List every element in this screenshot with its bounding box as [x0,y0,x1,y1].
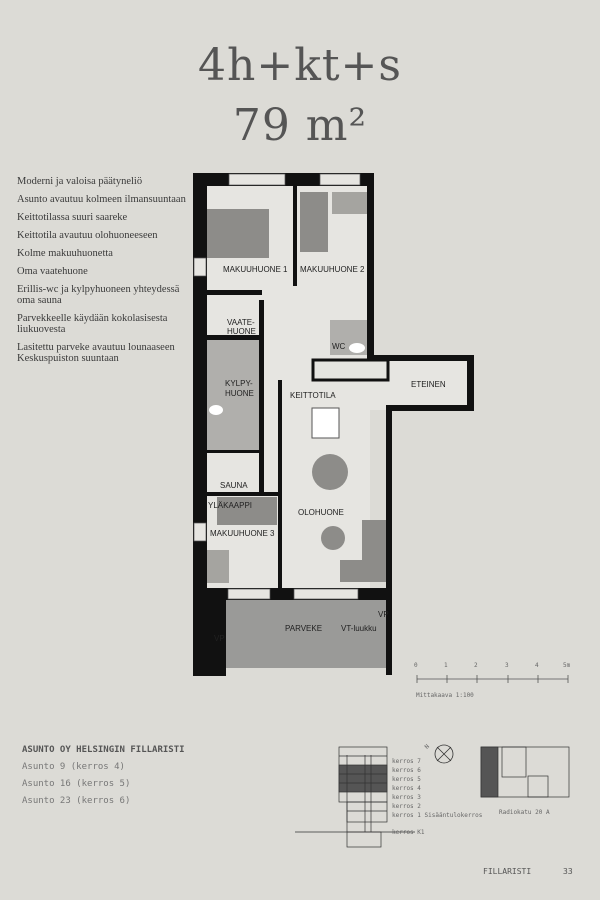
feature-item: Kolme makuuhuonetta [17,248,113,259]
room-label: VP [214,634,225,643]
scale-label: Mittakaava 1:100 [416,692,474,699]
room-label: KYLPY- [225,379,253,388]
scale-tick: 2 [474,662,478,669]
room-label: OLOHUONE [298,508,344,517]
feature-item: Moderni ja valoisa päätyneliö [17,176,143,187]
floor-label: kerros K1 [392,829,425,836]
room-label: MAKUUHUONE 1 [223,265,288,274]
toilet [209,405,223,415]
plan-furniture [207,192,386,583]
floor-label: kerros 3 [392,794,421,801]
room-label: HUONE [227,327,256,336]
site-plan [480,746,570,798]
dining-table [312,454,348,490]
room-label: HUONE [225,389,254,398]
floor-label: kerros 5 [392,776,421,783]
feature-item: Lasitettu parveke avautuu lounaaseen Kes… [17,342,175,364]
room-label: KEITTOTILA [290,391,336,400]
apartment-area: 79 m² [232,100,368,151]
room-label: YLÄKAAPPI [208,501,252,510]
sofa [340,520,386,582]
plan-walls [193,173,474,676]
room-label: VAATE- [227,318,255,327]
bed-1 [207,209,269,258]
floor-label: kerros 2 [392,803,421,810]
floor-label: kerros 7 [392,758,421,765]
scale-tick: 4 [535,662,539,669]
feature-item: Keittotilassa suuri saareke [17,212,128,223]
room-label: WC [332,342,346,351]
page-number: 33 [563,867,573,876]
room-label: MAKUUHUONE 3 [210,529,275,538]
bed-3 [217,497,277,525]
feature-item: Parvekkeelle käydään kokolasisesta liuku… [17,313,168,335]
feature-item: Erillis-wc ja kylpyhuoneen yhteydessä om… [17,284,180,306]
compass-icon [434,744,454,764]
floor-label: kerros 4 [392,785,421,792]
room-label: VT-luukku [341,624,377,633]
floor-label: kerros 6 [392,767,421,774]
feature-item: Oma vaatehuone [17,266,88,277]
desk-2 [332,192,367,214]
floor-label: kerros 1 Sisääntulokerros [392,812,483,819]
feature-item: Keittotila avautuu olohuoneeseen [17,230,158,241]
scale-tick: 5m [563,662,571,669]
apartment-type: 4h+kt+s [198,40,402,91]
feature-item: Asunto avautuu kolmeen ilmansuuntaan [17,194,186,205]
unit-item: Asunto 16 (kerros 5) [22,779,131,789]
desk-3 [207,550,229,583]
room-label: ETEINEN [411,380,446,389]
building-elevation [295,746,415,848]
scale-tick: 0 [414,662,418,669]
compass-north-label: N [423,743,431,751]
plan-windows [193,173,361,600]
feature-list: Moderni ja valoisa päätyneliö Asunto ava… [17,176,189,364]
wc-toilet [349,343,365,353]
footer-brand: FILLARISTI [483,867,532,876]
room-label: PARVEKE [285,624,322,633]
unit-item: Asunto 23 (kerros 6) [22,796,131,806]
unit-item: Asunto 9 (kerros 4) [22,762,125,772]
room-label: SAUNA [220,481,248,490]
bed-2 [300,192,328,252]
room-label: VP [378,610,389,619]
scale-bar [416,675,569,683]
scale-tick: 3 [505,662,509,669]
kitchen-island [311,407,340,439]
site-address: Radiokatu 20 A [499,809,550,816]
room-label: MAKUUHUONE 2 [300,265,365,274]
scale-tick: 1 [444,662,448,669]
company-name: ASUNTO OY HELSINGIN FILLARISTI [22,745,185,755]
coffee-table [321,526,345,550]
